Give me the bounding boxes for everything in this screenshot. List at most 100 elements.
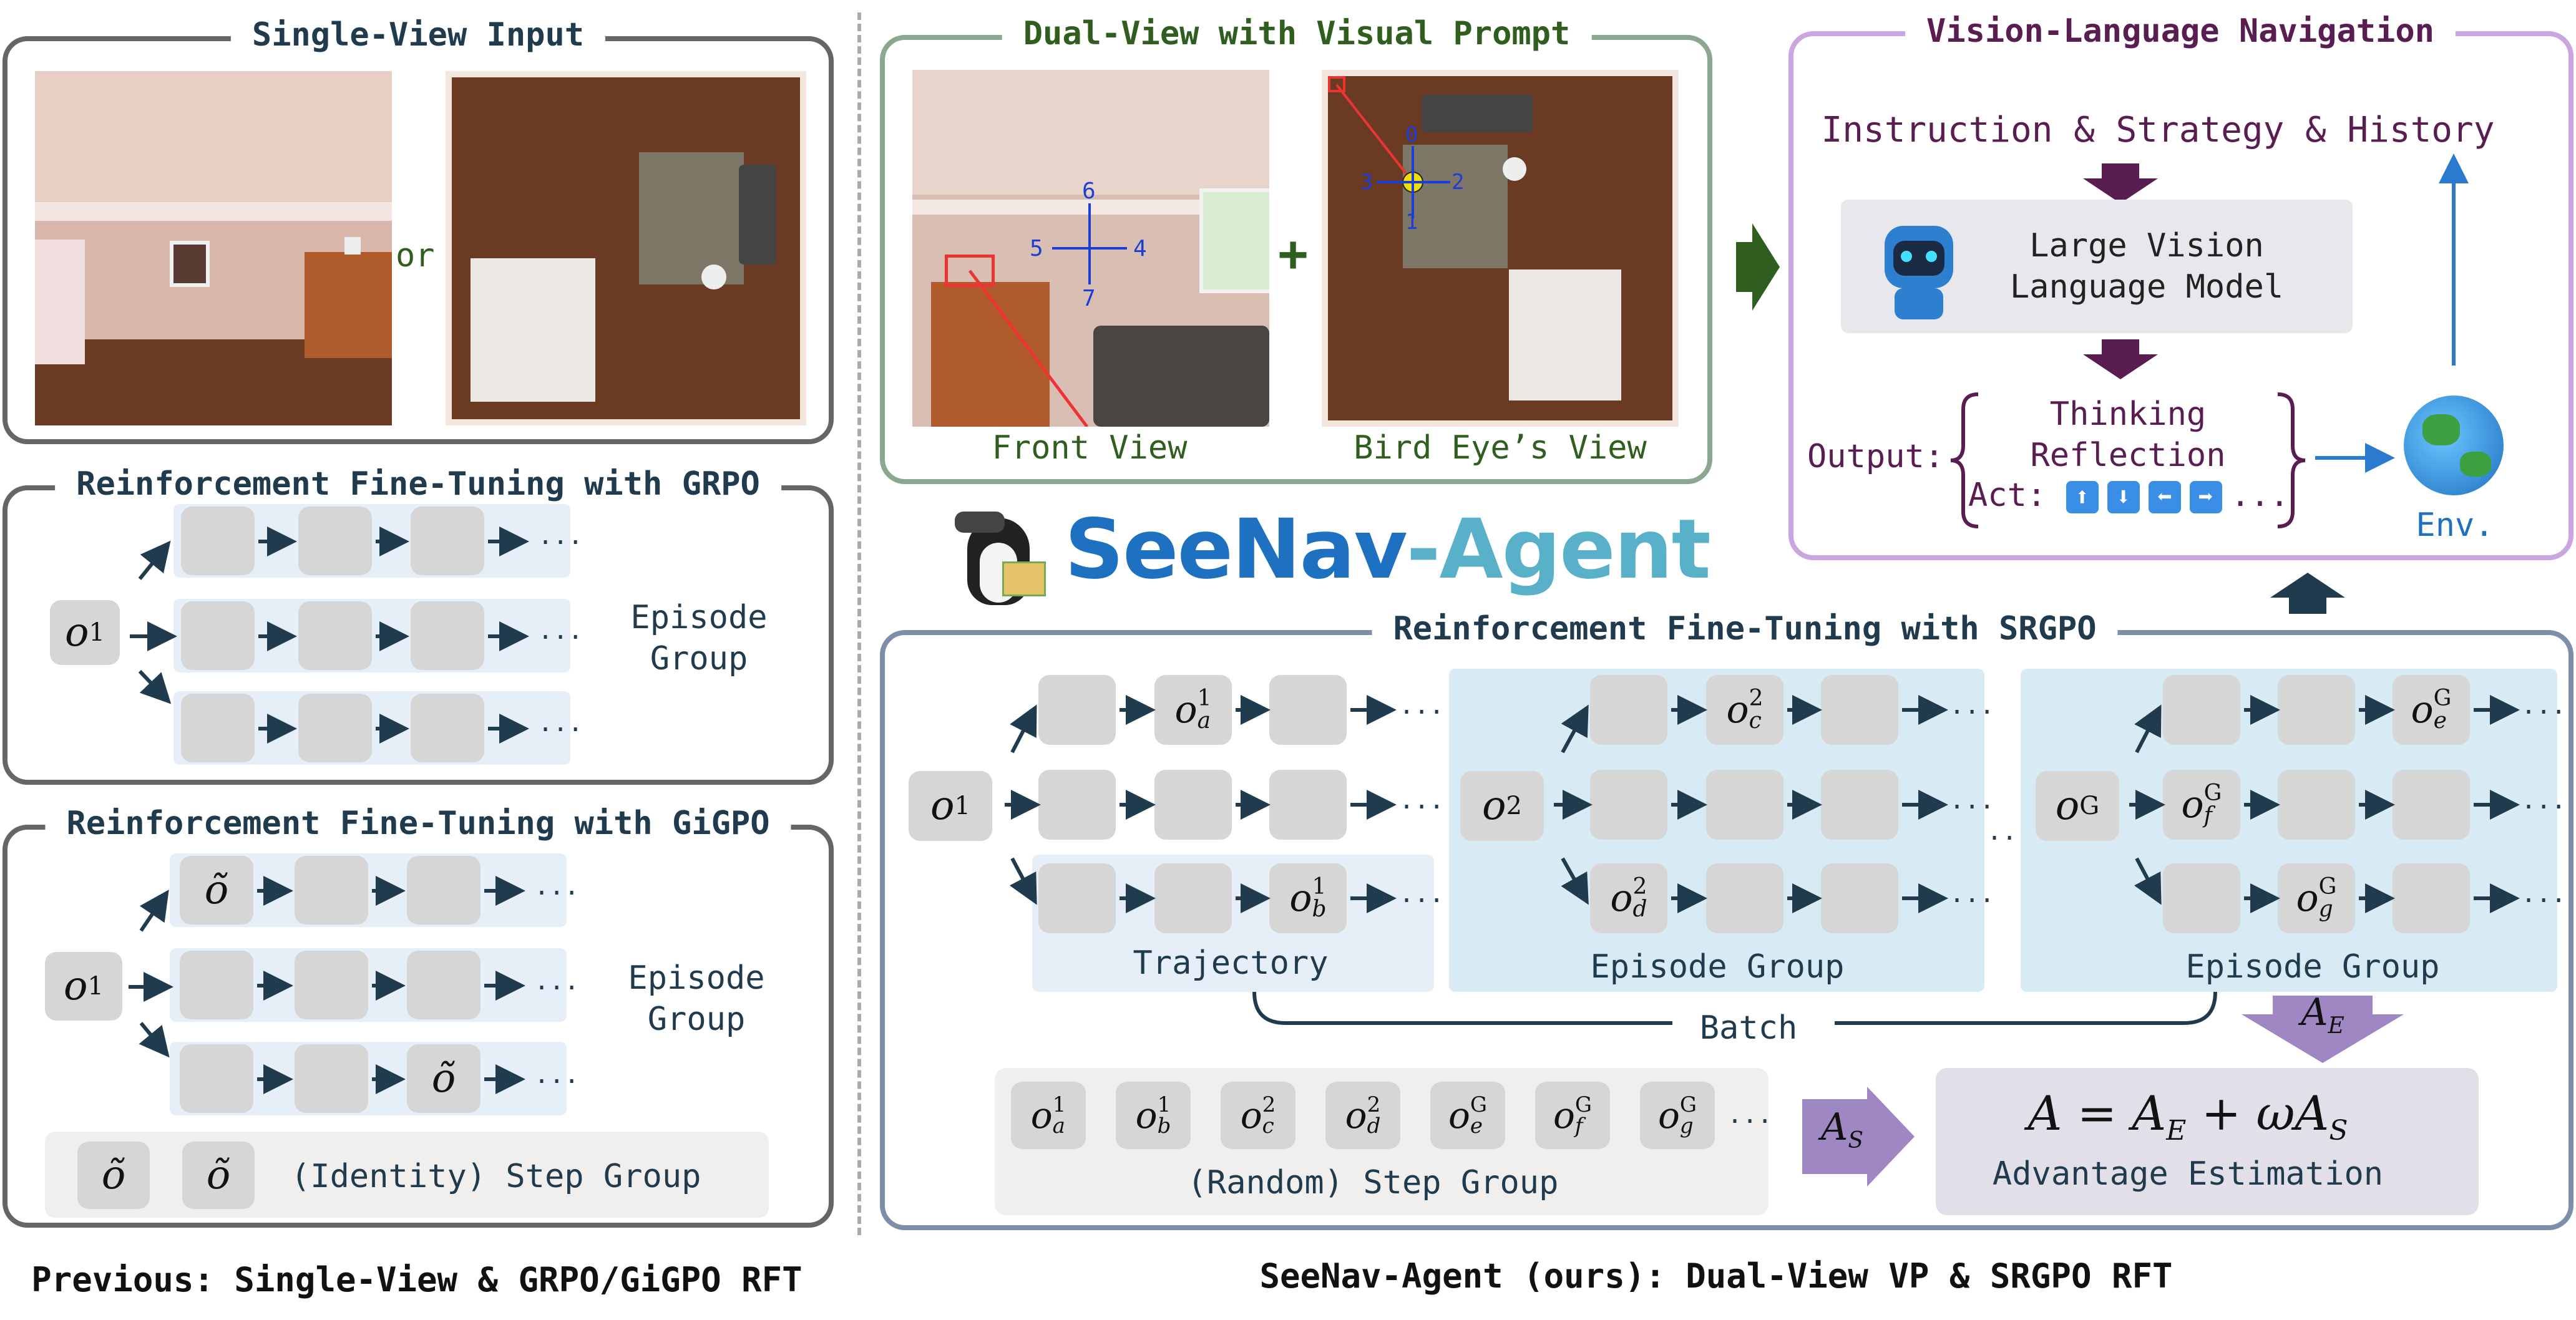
up-arrow-to-vln-icon <box>2270 573 2345 614</box>
gigpo-r1-n3 <box>407 856 481 924</box>
output-braces <box>1950 392 2306 528</box>
identity-step-node-1: õ <box>77 1142 150 1209</box>
gigpo-title: Reinforcement Fine-Tuning with GiGPO <box>45 805 791 842</box>
act-up-icon: ⬆ <box>2066 481 2099 513</box>
gigpo-ellipsis-1: ... <box>534 872 580 901</box>
bird-num-right: 2 <box>1451 170 1465 195</box>
gigpo-episode-group-line2: Group <box>647 1001 746 1038</box>
output-thinking: Thinking <box>2049 396 2207 433</box>
vln-down-arrow-2 <box>2083 339 2158 379</box>
srgpo-gG-r1-n2 <box>2278 675 2355 745</box>
srgpo-g1-r1-n3 <box>1269 675 1347 745</box>
srgpo-ellipsis-gG-r1: ... <box>2521 691 2567 720</box>
ae-arrow-icon <box>2242 996 2404 1063</box>
trajectory-label: Trajectory <box>1133 944 1329 982</box>
grpo-r3-n2 <box>298 694 372 762</box>
front-num-down: 7 <box>1082 286 1096 311</box>
grpo-ellipsis-1: ... <box>538 522 583 550</box>
act-right-icon: ➡ <box>2189 481 2222 513</box>
identity-step-group-label: (Identity) Step Group <box>291 1158 701 1195</box>
bird-num-up: 0 <box>1405 122 1418 147</box>
or-label: or <box>396 237 435 274</box>
srgpo-g2-r2-n1 <box>1590 770 1667 840</box>
grpo-episode-group-line2: Group <box>650 640 748 677</box>
srgpo-ellipsis-g1-r2: ... <box>1399 786 1445 815</box>
advantage-label: Advantage Estimation <box>1992 1155 2384 1193</box>
output-act: Act: ⬆⬇⬅➡... <box>1968 477 2290 514</box>
gigpo-r3-n3: õ <box>407 1044 481 1113</box>
front-view-label: Front View <box>992 429 1188 467</box>
robot-icon <box>1872 207 1966 319</box>
bird-view-label: Bird Eye’s View <box>1354 429 1647 467</box>
srgpo-ellipsis-gG-r3: ... <box>2521 880 2567 908</box>
batch-bracket <box>1252 991 2217 1025</box>
srgpo-title: Reinforcement Fine-Tuning with SRGPO <box>1372 610 2118 648</box>
srgpo-g1-r2-n2 <box>1154 770 1232 840</box>
single-view-title: Single-View Input <box>230 16 606 54</box>
left-caption: Previous: Single-View & GRPO/GiGPO RFT <box>31 1260 803 1299</box>
grpo-ellipsis-2: ... <box>538 616 583 645</box>
vln-env-arrows <box>2315 153 2469 473</box>
grpo-r2-n3 <box>411 601 484 670</box>
batch-label: Batch <box>1699 1009 1798 1047</box>
identity-step-group <box>45 1132 769 1218</box>
grpo-ellipsis-3: ... <box>538 709 583 737</box>
as-arrow-icon <box>1802 1087 1915 1187</box>
earth-icon <box>2404 396 2504 495</box>
srgpo-arrows <box>1005 695 2520 913</box>
bird-num-left: 3 <box>1360 170 1373 195</box>
lvlm-line1: Large Vision <box>2029 227 2264 264</box>
lvlm-line2: Language Model <box>2009 268 2284 306</box>
srgpo-ellipsis-g1-r1: ... <box>1399 691 1445 720</box>
srgpo-ellipsis-g2-r2: ... <box>1949 786 1995 815</box>
srgpo-g1-r2-n3 <box>1269 770 1347 840</box>
srgpo-g2-r3-n3 <box>1821 863 1898 933</box>
env-label: Env. <box>2416 507 2494 544</box>
srgpo-g2-r1-n1 <box>1590 675 1667 745</box>
vln-instruction: Instruction & Strategy & History <box>1821 110 2495 150</box>
right-caption: SeeNav-Agent (ours): Dual-View VP & SRGP… <box>1259 1256 2173 1296</box>
srgpo-ellipsis-g1-r3: ... <box>1399 880 1445 908</box>
srgpo-g2-r1-n3 <box>1821 675 1898 745</box>
output-label: Output: <box>1807 438 1944 475</box>
srgpo-gG-r3-n1 <box>2163 863 2240 933</box>
advantage-box <box>1936 1068 2479 1215</box>
random-step-group-label: (Random) Step Group <box>1187 1164 1559 1201</box>
grpo-r3-n1 <box>181 694 255 762</box>
srgpo-g2-r2-n3 <box>1821 770 1898 840</box>
dual-view-title: Dual-View with Visual Prompt <box>1002 15 1592 52</box>
front-view-image: 6 5 4 7 <box>912 70 1269 427</box>
rstep-ellipsis: ... <box>1727 1100 1773 1129</box>
gigpo-r2-n3 <box>407 951 481 1019</box>
gigpo-r1-n2 <box>295 856 368 924</box>
gigpo-r3-n1 <box>180 1044 253 1113</box>
bird-num-down: 1 <box>1405 210 1418 235</box>
grpo-r2-n1 <box>181 601 255 670</box>
srgpo-ellipsis-gG-r2: ... <box>2521 786 2567 815</box>
front-num-left: 5 <box>1030 236 1043 261</box>
front-num-right: 4 <box>1133 236 1147 261</box>
srgpo-g2-r2-n2 <box>1706 770 1783 840</box>
front-num-up: 6 <box>1082 178 1096 204</box>
srgpo-g2-r3-n2 <box>1706 863 1783 933</box>
grpo-r3-n3 <box>411 694 484 762</box>
srgpo-gG-r3-n3 <box>2393 863 2470 933</box>
as-label: AS <box>1821 1105 1864 1153</box>
penguin-mascot-icon <box>942 499 1048 611</box>
vln-title: Vision-Language Navigation <box>1905 12 2456 50</box>
